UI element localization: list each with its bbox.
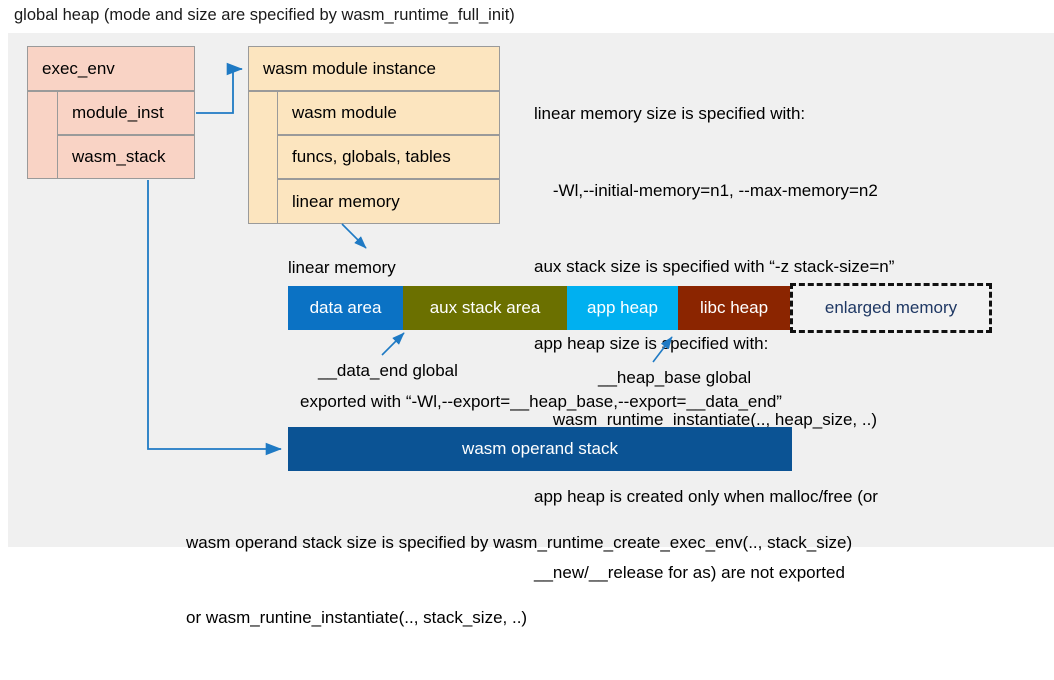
memory-segment-app-heap: app heap bbox=[567, 286, 678, 330]
heap-base-global-label: __heap_base global bbox=[598, 368, 752, 387]
module-instance-label: wasm module instance bbox=[263, 58, 436, 78]
module-inst-label: module_inst bbox=[72, 103, 164, 122]
linear-memory-caption: linear memory bbox=[288, 258, 396, 277]
memory-segment-label: data area bbox=[309, 298, 382, 317]
operand-stack-caption-line: wasm operand stack size is specified by … bbox=[186, 533, 853, 552]
spec-note-line: aux stack size is specified with “-z sta… bbox=[534, 257, 895, 276]
linear-memory-field-label: linear memory bbox=[292, 191, 400, 211]
spec-note-line: app heap size is specified with: bbox=[534, 333, 769, 353]
module-instance-header-box: wasm module instance bbox=[248, 46, 500, 91]
memory-segment-data-area: data area bbox=[288, 286, 403, 330]
module-instance-field-funcs-globals-tables: funcs, globals, tables bbox=[277, 135, 500, 179]
module-instance-field-wasm-module: wasm module bbox=[277, 91, 500, 135]
memory-segment-label: app heap bbox=[587, 298, 658, 317]
operand-stack-caption-line: or wasm_runtine_instantiate(.., stack_si… bbox=[186, 608, 528, 627]
operand-stack-caption: wasm operand stack size is specified by … bbox=[186, 480, 852, 680]
memory-segment-libc-heap: libc heap bbox=[678, 286, 790, 330]
spec-note-line: app heap is created only when malloc/fre… bbox=[534, 486, 878, 506]
spec-note-line: linear memory size is specified with: bbox=[534, 104, 806, 123]
wasm-operand-stack-label: wasm operand stack bbox=[462, 439, 618, 458]
exec-env-field-wasm-stack: wasm_stack bbox=[57, 135, 195, 179]
memory-segment-label: enlarged memory bbox=[824, 298, 958, 317]
exec-env-label: exec_env bbox=[42, 58, 115, 78]
data-end-global-label: __data_end global bbox=[318, 361, 458, 380]
memory-segment-aux-stack-area: aux stack area bbox=[403, 286, 567, 330]
wasm-operand-stack-box: wasm operand stack bbox=[288, 427, 792, 471]
memory-segment-label: aux stack area bbox=[429, 298, 541, 317]
spec-note-line: -Wl,--initial-memory=n1, --max-memory=n2 bbox=[534, 180, 878, 200]
diagram-title: global heap (mode and size are specified… bbox=[14, 6, 515, 24]
memory-segment-enlarged-memory: enlarged memory bbox=[790, 283, 992, 333]
memory-segment-label: libc heap bbox=[699, 298, 769, 317]
wasm-stack-label: wasm_stack bbox=[72, 147, 166, 166]
spec-note-line: wasm_runtime_instantiate(.., heap_size, … bbox=[534, 410, 877, 429]
diagram-canvas: global heap (mode and size are specified… bbox=[8, 6, 1054, 627]
module-instance-field-linear-memory: linear memory bbox=[277, 179, 500, 224]
funcs-globals-tables-label: funcs, globals, tables bbox=[292, 147, 451, 166]
exported-with-note: exported with “-Wl,--export=__heap_base,… bbox=[300, 392, 782, 411]
exec-env-field-module-inst: module_inst bbox=[57, 91, 195, 135]
wasm-module-label: wasm module bbox=[292, 103, 397, 122]
exec-env-header-box: exec_env bbox=[27, 46, 195, 91]
